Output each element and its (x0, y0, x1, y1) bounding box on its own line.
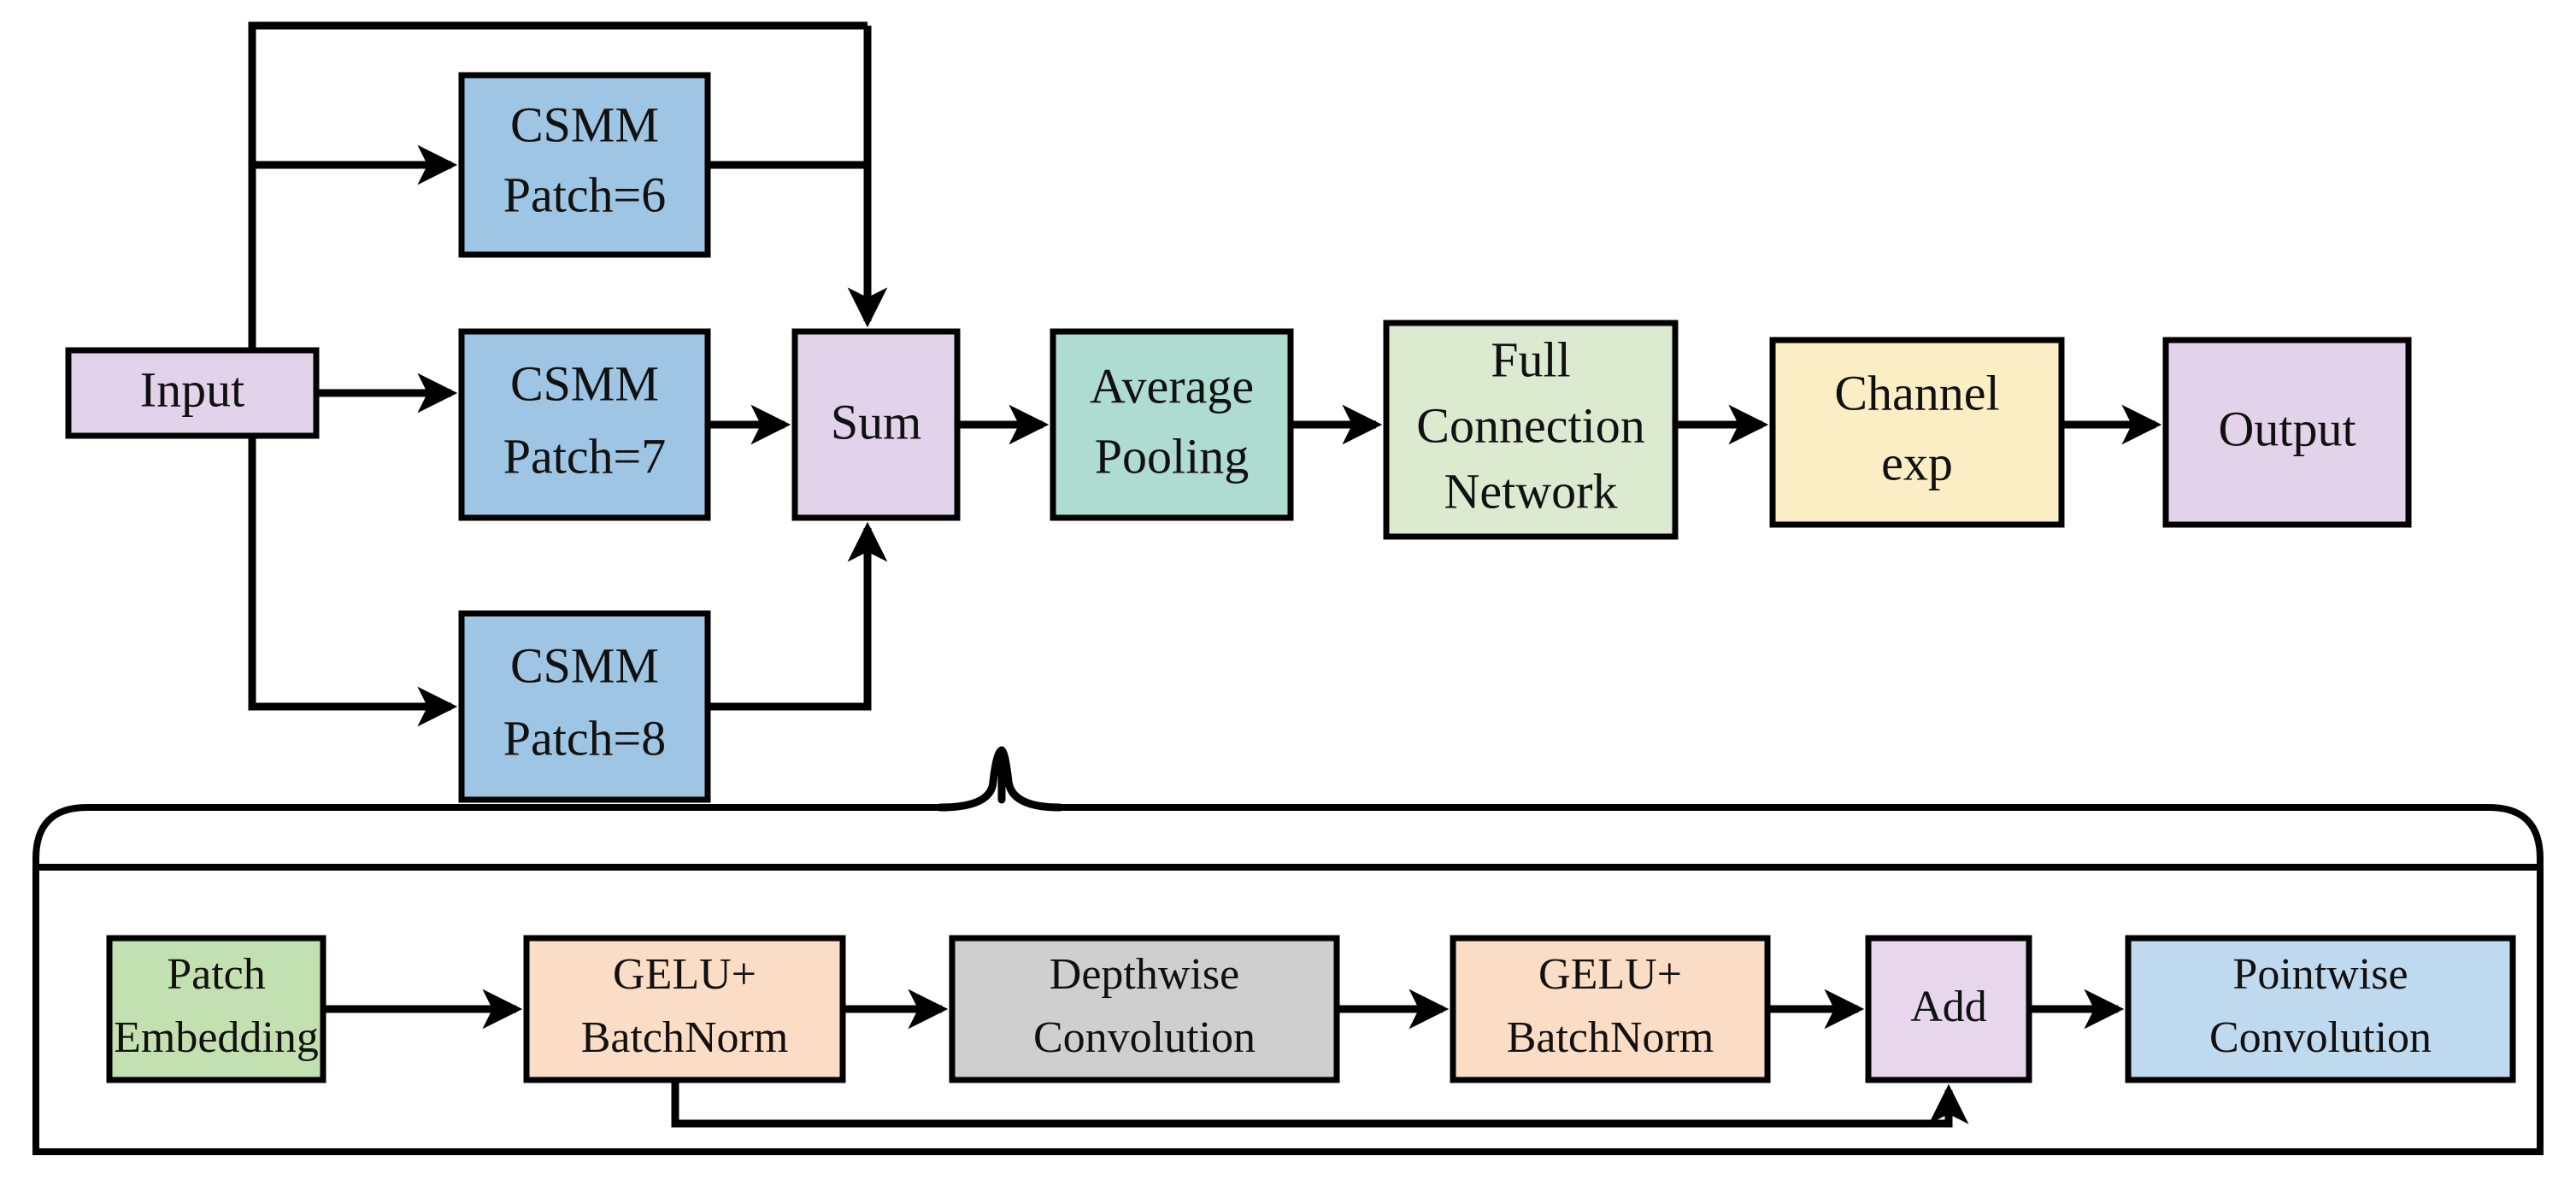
node-depthwise-convolution[interactable]: Depthwise Convolution (949, 935, 1340, 1083)
node-csmm-patch-6-label-line-1: Patch=6 (503, 167, 667, 222)
node-pointwise-convolution-label-line-0: Pointwise (2232, 950, 2408, 999)
node-csmm-patch-6-label-line-0: CSMM (510, 97, 659, 152)
node-csmm-patch-8[interactable]: CSMM Patch=8 (458, 610, 711, 803)
node-output-label-line-0: Output (2218, 401, 2355, 456)
node-add-label-line-0: Add (1910, 983, 1987, 1031)
node-channel-exp-label-line-1: exp (1881, 435, 1953, 490)
node-input[interactable]: Input (65, 347, 320, 439)
node-depthwise-convolution-label-line-1: Convolution (1033, 1013, 1256, 1062)
node-full-connection-network-label-line-1: Connection (1416, 397, 1644, 453)
node-csmm-patch-7-label-line-0: CSMM (510, 355, 659, 411)
top-flow-nodes: Input CSMM Patch=6 CSMM Patch=7 CSMM Pat… (65, 72, 2412, 803)
node-gelu-batchnorm-2-label-line-1: BatchNorm (1507, 1013, 1714, 1062)
csmm-expansion-brace (936, 746, 1064, 812)
node-average-pooling[interactable]: Average Pooling (1050, 328, 1294, 521)
node-csmm-patch-7-label-line-1: Patch=7 (503, 428, 667, 484)
node-csmm-patch-7[interactable]: CSMM Patch=7 (458, 328, 711, 521)
node-channel-exp-label-line-0: Channel (1834, 365, 1999, 420)
node-average-pooling-label-line-1: Pooling (1095, 428, 1250, 484)
node-gelu-batchnorm-1-label-line-0: GELU+ (613, 950, 756, 999)
edge-csmm8-to-sum (708, 521, 888, 711)
detail-panel-body (32, 864, 2544, 1155)
edge-residual-skip-to-add (671, 1080, 1969, 1128)
node-add[interactable]: Add (1865, 935, 2032, 1083)
node-depthwise-convolution-label-line-0: Depthwise (1050, 950, 1239, 999)
node-gelu-batchnorm-2[interactable]: GELU+ BatchNorm (1450, 935, 1771, 1083)
node-patch-embedding-label-line-0: Patch (167, 950, 266, 999)
node-csmm-patch-8-label-line-1: Patch=8 (503, 710, 667, 766)
edge-input-trunk-down (248, 393, 451, 711)
node-patch-embedding[interactable]: Patch Embedding (106, 935, 326, 1083)
csmm-detail-panel-group (32, 804, 2544, 1155)
node-pointwise-convolution-label-line-1: Convolution (2209, 1013, 2432, 1062)
node-full-connection-network-label-line-2: Network (1444, 463, 1618, 519)
node-output[interactable]: Output (2162, 337, 2412, 528)
node-sum-label-line-0: Sum (831, 394, 921, 449)
node-full-connection-network[interactable]: Full Connection Network (1383, 320, 1679, 540)
csmm-detail-nodes: Patch Embedding GELU+ BatchNorm Depthwis… (106, 935, 2516, 1083)
node-csmm-patch-6[interactable]: CSMM Patch=6 (458, 72, 711, 258)
node-gelu-batchnorm-1[interactable]: GELU+ BatchNorm (523, 935, 846, 1083)
edge-input-trunk-up (248, 21, 867, 393)
node-sum[interactable]: Sum (791, 328, 961, 521)
detail-panel-edges (323, 989, 2125, 1128)
node-gelu-batchnorm-2-label-line-0: GELU+ (1538, 950, 1682, 999)
node-csmm-patch-8-label-line-0: CSMM (510, 637, 659, 693)
node-input-label-line-0: Input (140, 361, 244, 417)
node-pointwise-convolution[interactable]: Pointwise Convolution (2125, 935, 2516, 1083)
node-average-pooling-label-line-0: Average (1090, 358, 1254, 414)
top-flow-edges (248, 21, 2162, 727)
node-full-connection-network-label-line-0: Full (1491, 332, 1571, 387)
node-patch-embedding-label-line-1: Embedding (114, 1013, 319, 1062)
node-channel-exp[interactable]: Channel exp (1769, 337, 2065, 528)
node-gelu-batchnorm-1-label-line-1: BatchNorm (581, 1013, 789, 1062)
